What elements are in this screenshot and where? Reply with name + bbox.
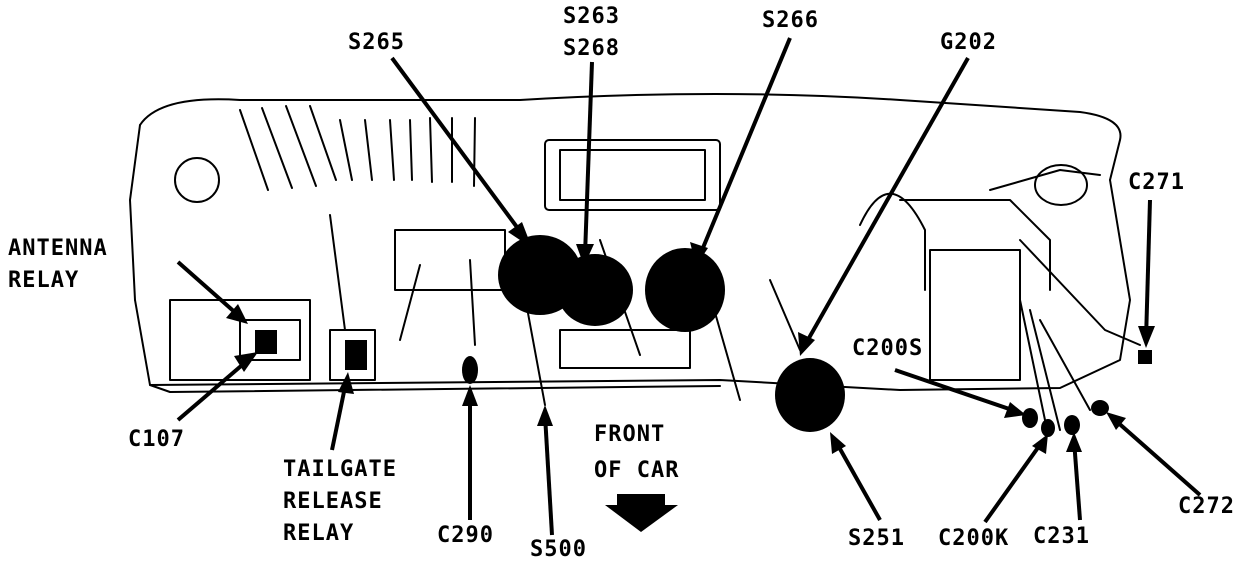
connector-c272	[1091, 400, 1109, 416]
connector-c290	[462, 356, 478, 384]
arrowhead-c107	[234, 352, 258, 372]
instrument-cluster	[544, 139, 721, 211]
label-s266: S266	[762, 8, 819, 33]
tailgate-release-relay-body	[345, 340, 367, 370]
label-s500: S500	[530, 537, 587, 562]
label-c200s: C200S	[852, 336, 924, 361]
leader-c200s	[894, 368, 1019, 414]
leader-c271	[1144, 199, 1152, 341]
label-s263: S263	[563, 4, 620, 29]
arrowhead-s500	[537, 405, 553, 426]
left-panel-box	[394, 229, 506, 291]
defroster-grille	[239, 105, 476, 191]
label-front-of-car-2: OF CAR	[594, 458, 680, 483]
label-tailgate-2: RELEASE	[283, 489, 383, 514]
label-antenna-relay-2: RELAY	[8, 268, 80, 293]
label-s268: S268	[563, 36, 620, 61]
label-antenna-relay-1: ANTENNA	[8, 236, 108, 261]
arrowhead-antenna-relay	[226, 304, 248, 324]
leader-s500	[543, 414, 554, 536]
connector-c271	[1138, 350, 1152, 364]
arrowhead-c200s	[1004, 402, 1026, 418]
label-c107: C107	[128, 427, 185, 452]
arrowhead-c200k	[1032, 434, 1048, 454]
leader-antenna-relay	[176, 260, 240, 317]
glovebox-frame	[929, 249, 1021, 381]
arrowhead-tailgate	[338, 372, 354, 394]
connector-c107	[255, 330, 277, 354]
splice-bundle-s266	[645, 248, 725, 332]
left-kick-box	[169, 299, 311, 381]
label-c272: C272	[1178, 494, 1235, 519]
relay-bracket	[239, 319, 376, 381]
label-c290: C290	[437, 523, 494, 548]
label-tailgate-3: RELAY	[283, 521, 355, 546]
splice-bundle-s251	[775, 358, 845, 432]
label-g202: G202	[940, 30, 997, 55]
harness-strands	[329, 214, 1141, 431]
connector-c200s	[1022, 408, 1038, 428]
dashboard-lower-outline	[134, 179, 1131, 391]
arrowhead-s266	[690, 242, 708, 266]
leader-c231	[1072, 439, 1082, 521]
connector-c231	[1064, 415, 1080, 435]
leader-s263-s268	[583, 61, 594, 256]
dashboard-under-edge	[149, 384, 721, 393]
right-panel-outline	[899, 169, 1101, 291]
arrowhead-s251	[830, 432, 846, 454]
leader-g202	[803, 57, 970, 346]
arrowhead-c272	[1106, 412, 1126, 430]
leader-s265	[390, 56, 527, 240]
dashboard-top-outline	[139, 93, 1122, 181]
steering-column-opening	[859, 192, 926, 291]
center-console-box	[559, 329, 691, 369]
arrowhead-s265	[508, 222, 532, 248]
leader-c200k	[983, 440, 1044, 524]
arrowhead-c231	[1066, 432, 1082, 452]
label-c271: C271	[1128, 170, 1185, 195]
leader-s266	[698, 37, 792, 256]
label-tailgate-1: TAILGATE	[283, 457, 397, 482]
leader-c107	[176, 358, 250, 422]
dashboard-left-end	[129, 124, 141, 301]
leader-tailgate	[330, 381, 348, 451]
label-c200k: C200K	[938, 526, 1010, 551]
label-s265: S265	[348, 30, 405, 55]
arrowhead-g202	[798, 332, 815, 356]
leader-s251	[833, 439, 882, 521]
arrowhead-c290	[462, 385, 478, 406]
front-of-car-arrow-stem	[617, 494, 665, 506]
label-c231: C231	[1033, 524, 1090, 549]
vent-circle-right	[1034, 164, 1088, 206]
connector-c200k	[1041, 419, 1055, 437]
vent-circle-left	[174, 157, 220, 203]
cluster-inner	[559, 149, 706, 201]
arrowhead-s263-s268	[576, 244, 594, 266]
arrowhead-c271	[1138, 326, 1155, 348]
label-s251: S251	[848, 526, 905, 551]
front-of-car-arrow	[605, 505, 678, 532]
label-front-of-car-1: FRONT	[594, 422, 666, 447]
leader-c272	[1113, 418, 1202, 497]
splice-bundle-s263-s268	[557, 254, 633, 326]
